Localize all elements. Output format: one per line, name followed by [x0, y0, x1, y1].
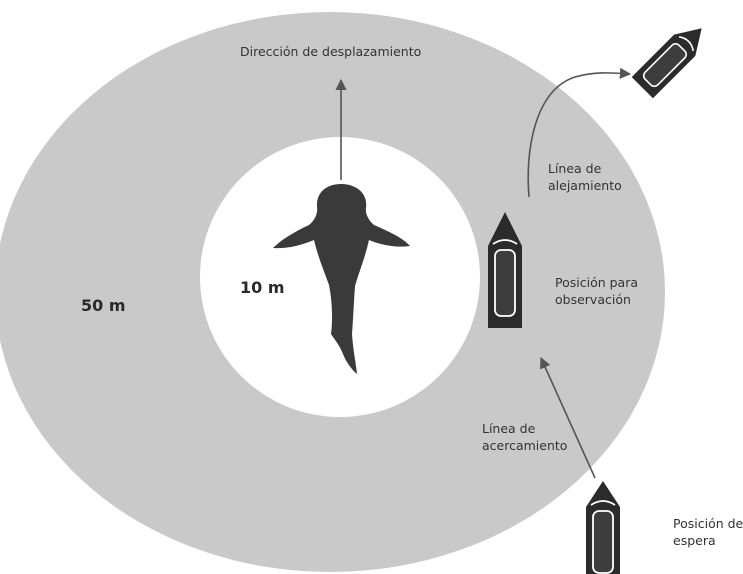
inner-distance-label: 10 m — [240, 279, 285, 296]
waiting-position-label-line1: Posición de — [673, 515, 743, 532]
approach-line-label-line1: Línea de — [482, 420, 567, 437]
exit-line-label-line2: alejamiento — [548, 177, 622, 194]
outer-distance-label: 50 m — [81, 297, 126, 314]
approach-line-label-line2: acercamiento — [482, 437, 567, 454]
waiting-position-label-line2: espera — [673, 532, 743, 549]
observation-position-label-line1: Posición para — [555, 274, 638, 291]
observation-position-label-line2: observación — [555, 291, 638, 308]
approach-line-label: Línea de acercamiento — [482, 420, 567, 454]
waiting-position-label: Posición de espera — [673, 515, 743, 549]
boat-departing-icon — [632, 18, 713, 99]
exit-line-label-line1: Línea de — [548, 160, 622, 177]
boat-waiting-icon — [586, 481, 620, 574]
direction-label: Dirección de desplazamiento — [240, 43, 421, 60]
observation-position-label: Posición para observación — [555, 274, 638, 308]
exit-line-label: Línea de alejamiento — [548, 160, 622, 194]
